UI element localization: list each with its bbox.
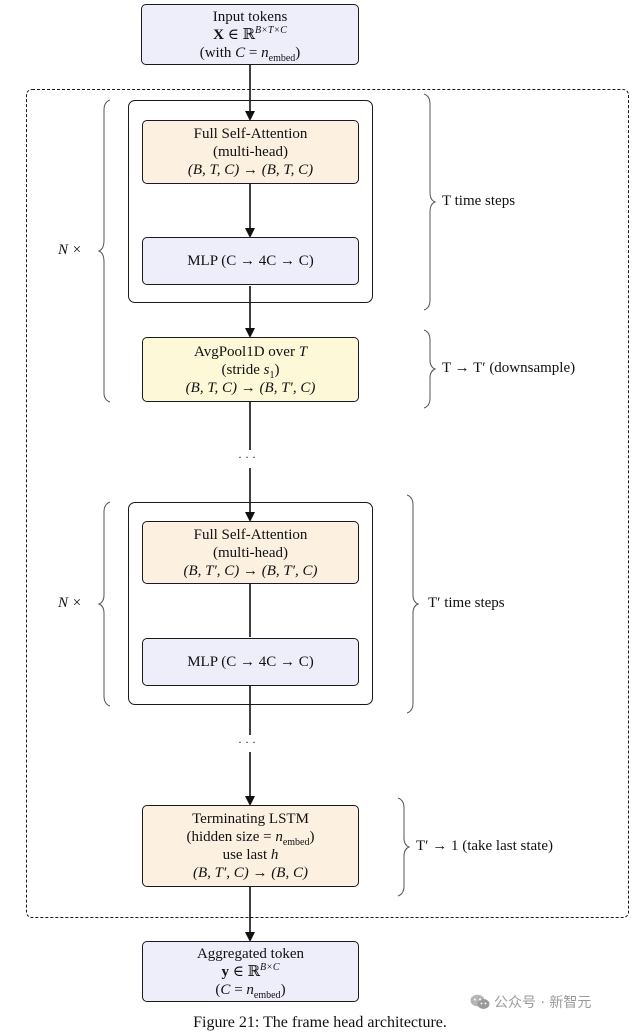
wechat-icon <box>470 994 490 1009</box>
attention-1-shape: (B, T, C) → (B, T, C) <box>187 162 314 178</box>
attention-1-subtitle: (multi-head) <box>213 144 288 160</box>
attention-2-shape: (B, T′, C) → (B, T′, C) <box>183 562 318 579</box>
ellipsis-2: · · · <box>238 735 256 750</box>
lstm-title: Terminating LSTM <box>192 811 309 827</box>
right-brace-block2 <box>406 494 420 714</box>
attention-box-2: Full Self-Attention (multi-head) (B, T′,… <box>142 521 359 584</box>
output-embed-note: (C = nembed) <box>215 981 286 1001</box>
figure-caption: Figure 21: The frame head architecture. <box>193 1014 447 1031</box>
avgpool-box: AvgPool1D over T (stride s1) (B, T, C) →… <box>142 337 359 402</box>
attention-box-1: Full Self-Attention (multi-head) (B, T, … <box>142 120 359 184</box>
input-tokens-box: Input tokens X ∈ ℝB×T×C (with C = nembed… <box>141 4 359 65</box>
brace-label-downsample: T → T′ (downsample) <box>442 360 576 376</box>
mlp-2-label: MLP (C → 4C → C) <box>187 654 314 670</box>
left-brace-block2 <box>97 501 111 707</box>
output-shape: y ∈ ℝB×C <box>221 961 280 980</box>
repeated-stage-region <box>26 89 629 918</box>
attention-2-subtitle: (multi-head) <box>213 544 288 561</box>
right-brace-block1 <box>423 93 437 311</box>
mlp-box-2: MLP (C → 4C → C) <box>142 638 359 686</box>
lstm-box: Terminating LSTM (hidden size = nembed) … <box>142 805 359 887</box>
lstm-shape: (B, T′, C) → (B, C) <box>193 865 308 881</box>
brace-label-time-steps-2: T′ time steps <box>428 595 505 611</box>
repeat-label-1: N × <box>58 242 82 258</box>
lstm-use-last: use last h <box>222 847 279 863</box>
mlp-box-1: MLP (C → 4C → C) <box>142 237 359 285</box>
left-brace-block1 <box>97 99 111 403</box>
attention-2-title: Full Self-Attention <box>193 526 308 543</box>
transformer-block-2 <box>128 502 373 705</box>
aggregated-token-box: Aggregated token y ∈ ℝB×C (C = nembed) <box>142 941 359 1002</box>
watermark-text: 公众号 · 新智元 <box>494 995 592 1011</box>
input-shape: X ∈ ℝB×T×C <box>213 24 287 43</box>
avgpool-shape: (B, T, C) → (B, T′, C) <box>185 379 316 396</box>
avgpool-title: AvgPool1D over T <box>193 343 308 360</box>
input-embed-note: (with C = nembed) <box>199 44 301 64</box>
avgpool-stride: (stride s1) <box>221 361 280 381</box>
output-title: Aggregated token <box>196 945 305 962</box>
ellipsis-1: · · · <box>238 450 256 465</box>
attention-1-title: Full Self-Attention <box>193 126 308 142</box>
brace-label-last-state: T′ → 1 (take last state) <box>416 838 553 854</box>
brace-label-time-steps: T time steps <box>442 193 516 209</box>
right-brace-lstm <box>397 797 411 897</box>
lstm-hidden-size: (hidden size = nembed) <box>186 829 315 848</box>
mlp-1-label: MLP (C → 4C → C) <box>187 253 314 269</box>
watermark: 公众号 · 新智元 <box>470 992 591 1012</box>
right-brace-pool <box>423 329 437 409</box>
transformer-block-1 <box>128 100 373 303</box>
repeat-label-2: N × <box>58 595 82 611</box>
input-title: Input tokens <box>212 8 288 25</box>
